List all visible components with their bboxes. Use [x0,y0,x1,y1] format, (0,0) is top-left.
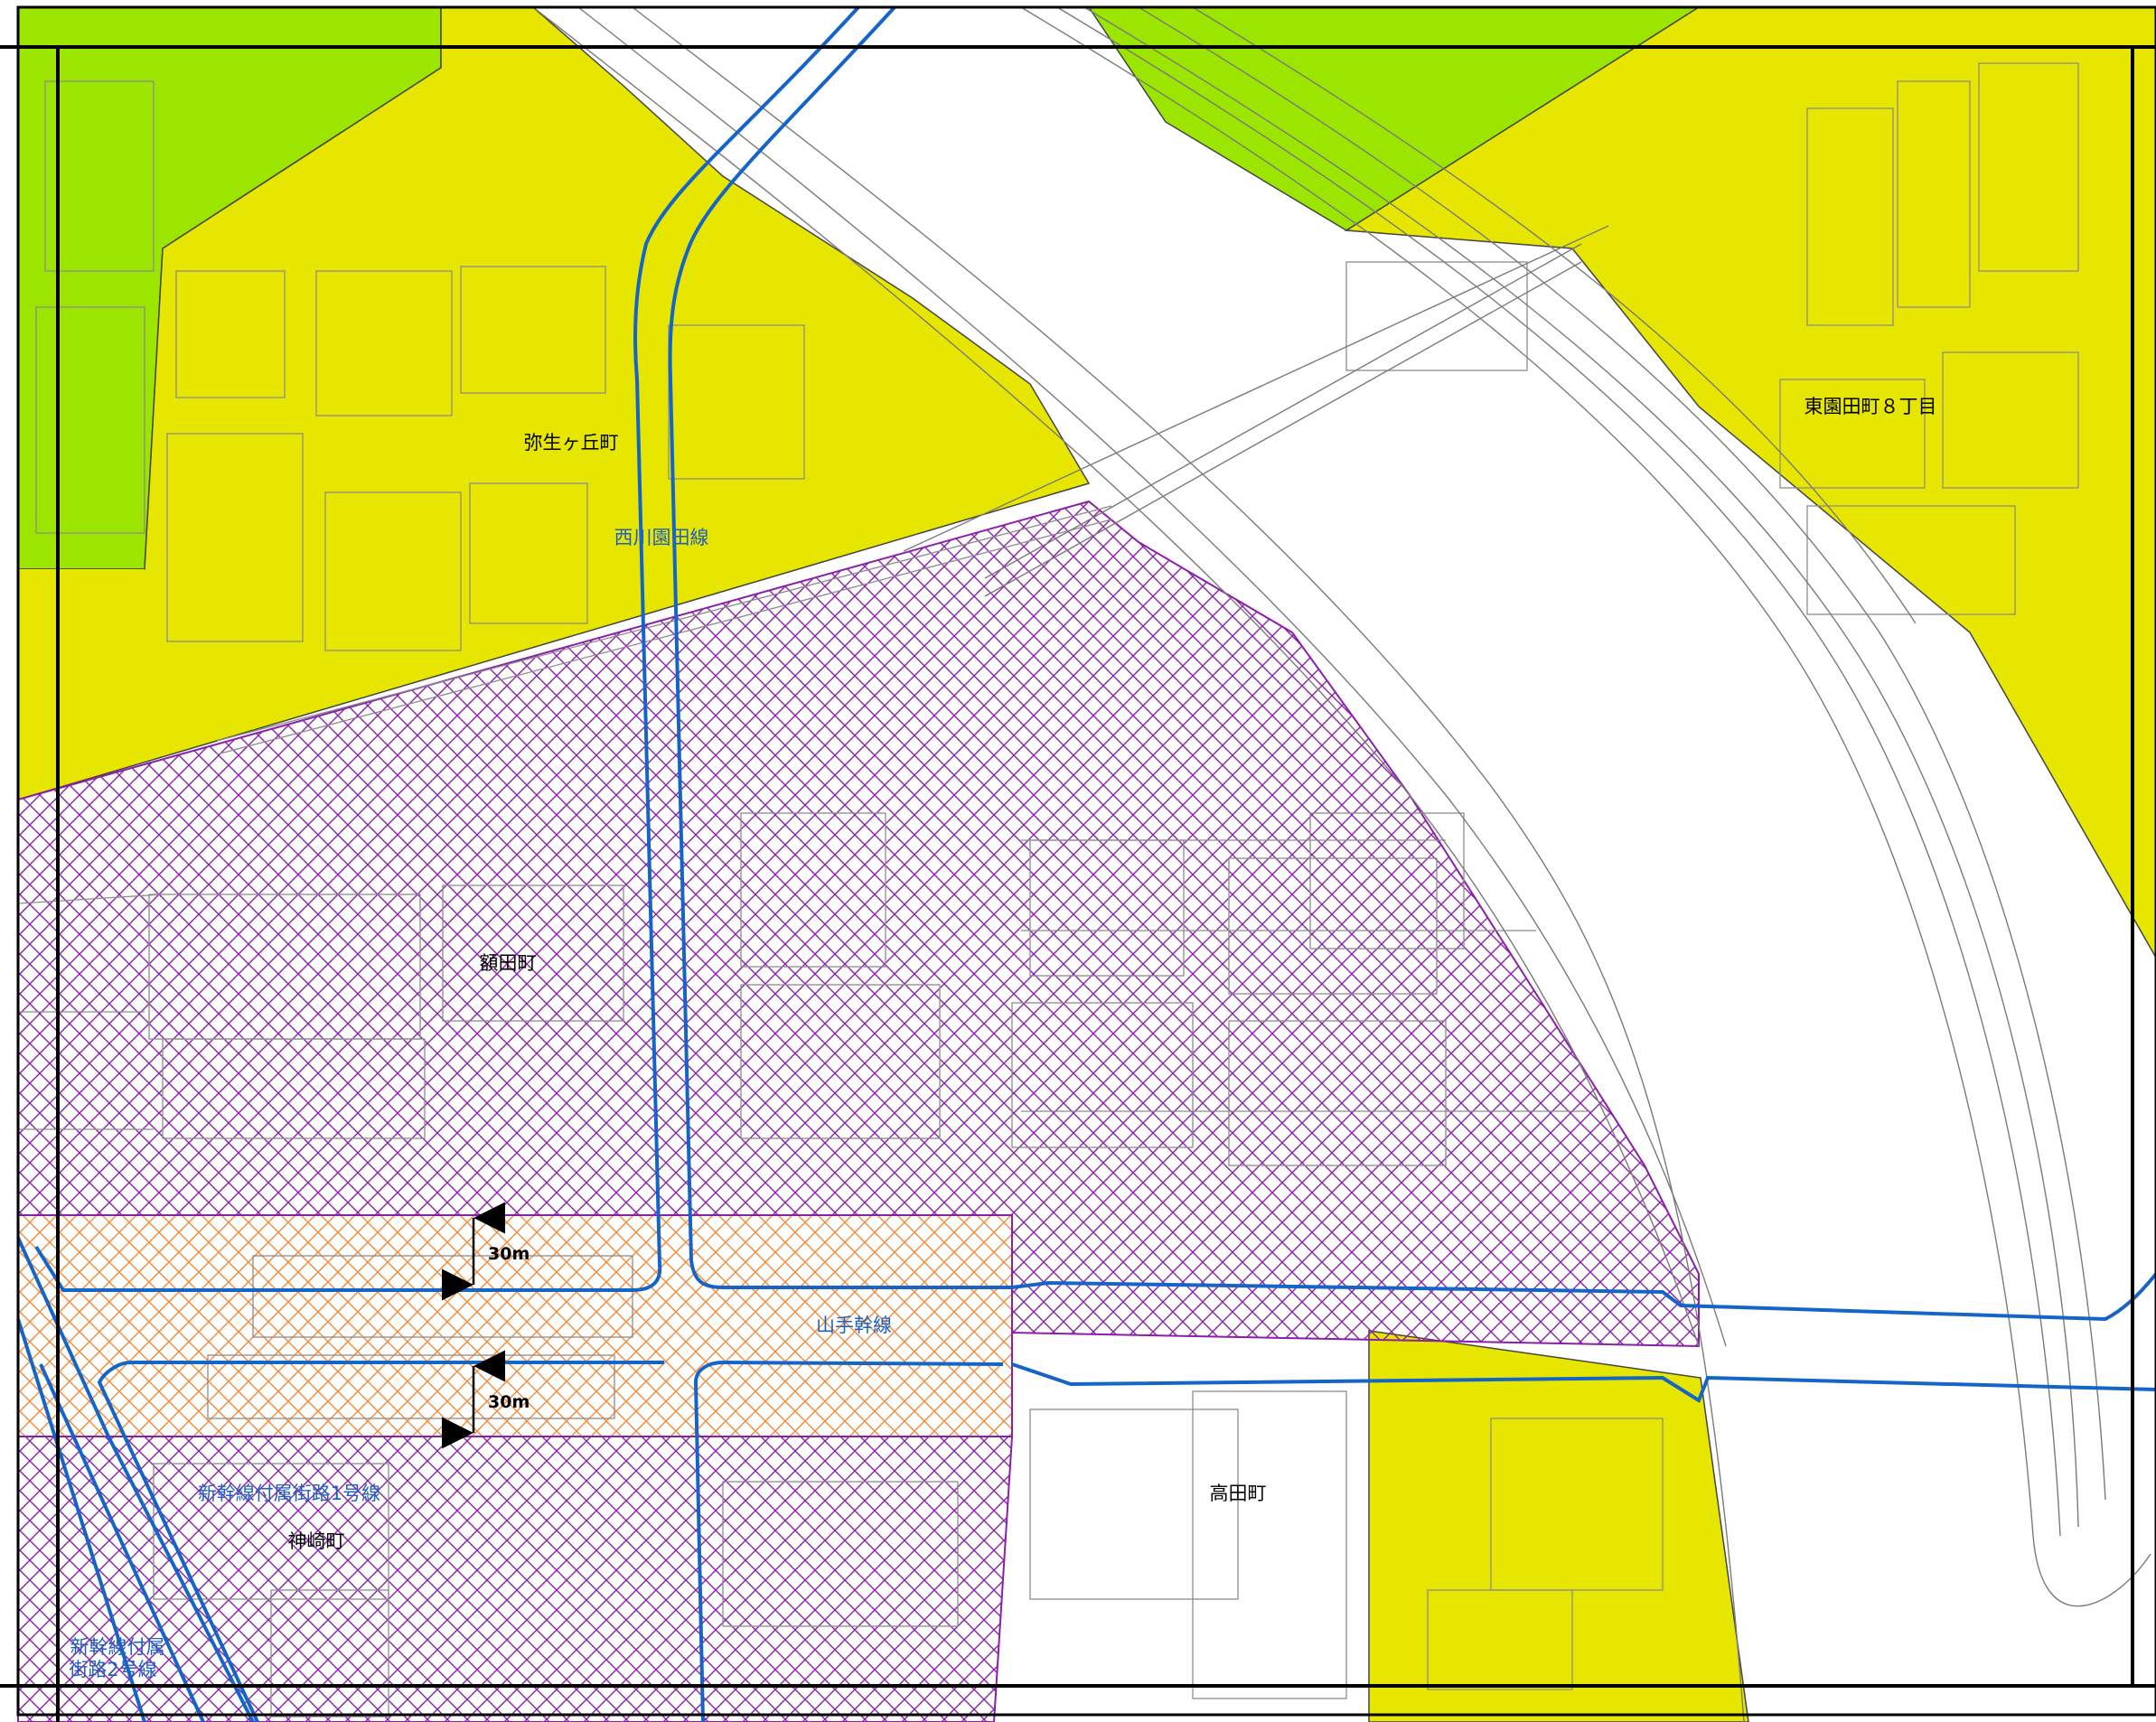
road-label-nishikawa-sonoda: 西川園田線 [614,527,709,548]
road-label-shinkansen-2-line2: 街路2号線 [69,1659,156,1680]
road-label-shinkansen-2-line1: 新幹線付属 [70,1636,165,1658]
town-label-higashisonoda: 東園田町８丁目 [1804,396,1937,417]
railway-lines [532,6,2151,1722]
town-label-yayoigaoka: 弥生ヶ丘町 [524,432,619,454]
road-label-shinkansen-1: 新幹線付属街路1号線 [198,1483,380,1504]
road-label-yamate-kansen: 山手幹線 [816,1315,892,1336]
planned-road-lines [16,5,2156,1722]
dimension-label-upper: 30m [488,1244,530,1264]
map-frame [0,5,2156,1722]
town-label-takata: 高田町 [1210,1483,1267,1504]
dimension-label-lower: 30m [488,1392,530,1412]
orange-hatch-corridor [17,1214,1013,1437]
parcel-lines [17,62,2079,1717]
town-label-kanzaki: 神崎町 [288,1530,345,1552]
town-label-nukata: 額田町 [480,952,537,974]
